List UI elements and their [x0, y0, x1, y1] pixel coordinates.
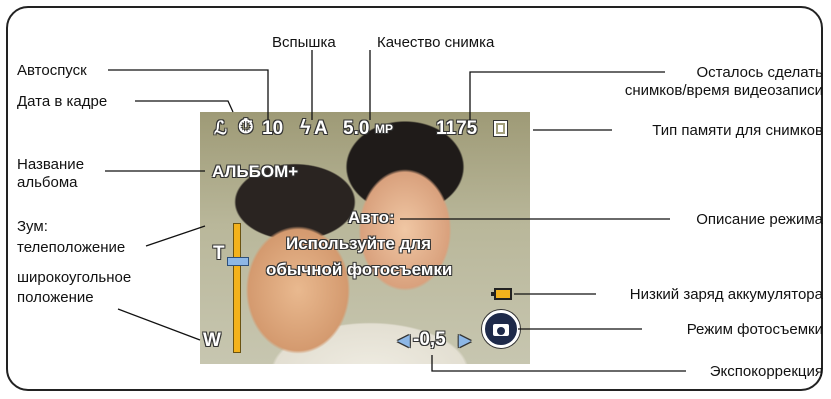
label-capture-mode: Режим фотосъемки [686, 321, 823, 338]
label-album-line1: Название [17, 156, 85, 173]
diagram-frame [6, 6, 823, 391]
camera-screen: ℒ ⏱ 10 ϟ A 5.0 MP 1175 АЛЬБОМ+ Авто: Исп… [200, 112, 530, 364]
quality-unit: MP [375, 122, 393, 136]
zoom-bar [233, 223, 241, 353]
mode-description-line1: Используйте для [286, 234, 432, 253]
label-mode-description: Описание режима [696, 211, 823, 228]
camera-mode-icon [482, 310, 520, 348]
label-memory-type: Тип памяти для снимков [652, 122, 823, 139]
zoom-tele-label: T [213, 243, 225, 264]
photo-children [200, 112, 530, 364]
flash-value: A [314, 118, 328, 139]
album-name: АЛЬБОМ+ [212, 162, 299, 181]
date-stamp-icon: ℒ [214, 118, 227, 138]
label-zoom-line4: положение [17, 289, 94, 306]
exposure-left-arrow-icon: ◀ [398, 332, 410, 349]
quality-value: 5.0 [343, 118, 370, 139]
zoom-wide-label: W [203, 330, 221, 351]
label-album-line2: альбома [17, 174, 78, 191]
label-zoom-line3: широкоугольное [17, 269, 132, 286]
label-remaining-line2: снимков/время видеозаписи [624, 82, 823, 99]
label-remaining-line1: Осталось сделать [696, 64, 823, 81]
selftimer-value: 10 [262, 118, 284, 139]
exposure-value: -0,5 [413, 329, 446, 350]
label-quality: Качество снимка [377, 34, 495, 51]
label-flash: Вспышка [272, 34, 336, 51]
remaining-count: 1175 [436, 118, 478, 139]
selftimer-icon: ⏱ [238, 116, 254, 138]
exposure-right-arrow-icon: ▶ [459, 332, 471, 349]
mode-title: Авто: [348, 208, 395, 227]
label-date-stamp: Дата в кадре [17, 93, 108, 110]
label-zoom-line2: телеположение [17, 239, 126, 256]
label-exposure-comp: Экспокоррекция [709, 363, 823, 380]
label-selftimer: Автоспуск [17, 62, 87, 79]
label-zoom-line1: Зум: [17, 218, 48, 235]
zoom-slider [227, 256, 249, 266]
mode-description-line2: обычной фотосъемки [266, 260, 453, 279]
label-low-battery: Низкий заряд аккумулятора [629, 286, 823, 303]
flash-icon: ϟ [300, 117, 311, 139]
memory-card-icon [494, 121, 507, 136]
low-battery-icon [491, 288, 512, 300]
